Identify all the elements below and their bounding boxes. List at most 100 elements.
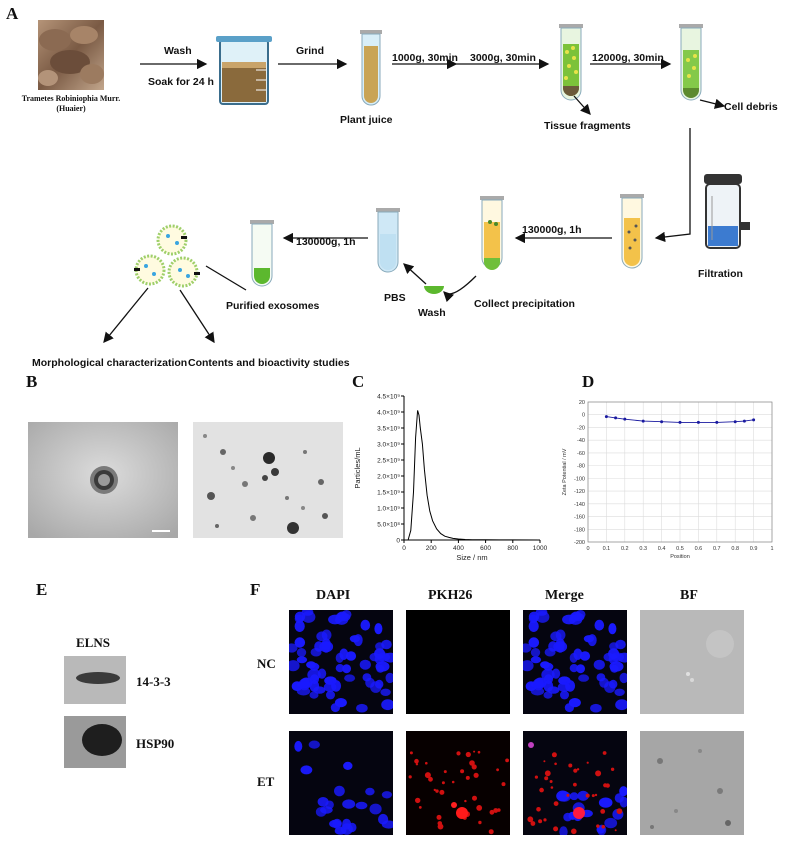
cell-nucleus	[317, 668, 327, 679]
cell-nucleus	[577, 790, 589, 801]
fluorescent-spot	[439, 789, 445, 795]
fluorescent-spot	[591, 794, 595, 798]
x-tick-label: 200	[426, 545, 437, 552]
cell-nucleus	[583, 635, 594, 643]
cell-nucleus	[326, 690, 335, 700]
cell-nucleus	[598, 797, 613, 808]
cell-nucleus	[381, 820, 393, 829]
fluorescent-spot	[527, 816, 534, 823]
fluorescent-spot	[573, 807, 585, 819]
y-tick-label: -60	[577, 451, 585, 457]
huaier-photo	[38, 20, 104, 90]
fluorescent-spot	[418, 806, 422, 809]
x-tick-label: 1000	[533, 545, 548, 552]
y-tick-label: 0	[582, 413, 585, 419]
exosome-vesicles-icon	[134, 224, 200, 288]
fluorescent-spot	[451, 780, 455, 784]
image-et-bf	[640, 731, 744, 835]
y-tick-label: -140	[574, 502, 585, 508]
fluorescent-spot	[493, 808, 499, 813]
x-tick-label: 0.7	[713, 546, 721, 552]
fluorescent-spot	[543, 760, 546, 763]
panel-letter-c: C	[352, 372, 365, 391]
cell-nucleus	[530, 656, 542, 664]
cell-nucleus	[289, 643, 298, 653]
cell-nucleus	[342, 799, 356, 809]
image-nc-pkh26	[406, 610, 510, 714]
cell-nucleus	[296, 656, 308, 664]
collect-label: Collect precipitation	[474, 298, 575, 310]
pellet-tube-icon	[480, 196, 504, 270]
cell-nucleus	[569, 664, 579, 673]
x-tick-label: 0.5	[676, 546, 684, 552]
fluorescent-spot	[616, 808, 623, 815]
y-tick-label: 20	[579, 400, 585, 406]
zeta-point	[614, 416, 618, 420]
x-tick-label: 0.6	[695, 546, 703, 552]
cell-nucleus	[296, 648, 307, 657]
morph-label: Morphological characterization	[32, 357, 188, 369]
zeta-point	[733, 420, 737, 424]
blot-column-label: ELNS	[76, 635, 110, 650]
cell-nucleus	[578, 674, 590, 682]
cell-nucleus	[375, 642, 385, 651]
x-axis-label: Position	[670, 554, 690, 560]
cell-nucleus	[619, 672, 627, 684]
fluorescent-spot	[586, 761, 589, 764]
image-et-merge	[523, 731, 627, 835]
cell-nucleus	[344, 674, 356, 682]
cell-nucleus	[543, 680, 554, 692]
zeta-point	[742, 419, 746, 423]
cell-nucleus	[343, 761, 353, 770]
panel-letter-a: A	[6, 4, 19, 23]
fluorescent-spot	[428, 776, 433, 782]
zeta-potential-chart: 200-20-40-60-80-100-120-140-160-180-2000…	[562, 400, 774, 560]
plant-juice-tube-icon	[360, 30, 382, 106]
image-nc-dapi	[289, 610, 393, 714]
cell-nucleus	[335, 664, 345, 673]
tissue-fragments-label: Tissue fragments	[544, 120, 631, 132]
x-tick-label: 0	[402, 545, 406, 552]
cell-nucleus	[306, 661, 316, 669]
x-axis-label: Size / nm	[456, 553, 487, 562]
size-distribution-line	[407, 410, 541, 541]
cell-nucleus	[557, 682, 571, 692]
zeta-point	[752, 418, 756, 422]
blot-band-label-hsp90: HSP90	[136, 736, 175, 751]
cell-nucleus	[569, 792, 579, 801]
cell-nucleus	[615, 699, 627, 711]
fluorescent-spot	[528, 742, 534, 748]
cell-nucleus	[530, 648, 541, 657]
cell-nucleus	[360, 619, 371, 631]
x-tick-label: 400	[453, 545, 464, 552]
plant-juice-label: Plant juice	[340, 114, 393, 126]
y-tick-label: 1.0×10⁹	[377, 506, 400, 513]
x-tick-label: 0	[586, 546, 589, 552]
filtered-tube-icon	[620, 194, 644, 269]
fluorescent-spot	[534, 775, 538, 779]
cell-nucleus	[594, 619, 605, 631]
cell-nucleus	[568, 698, 581, 708]
workflow-arrows	[103, 58, 726, 344]
y-tick-label: -80	[577, 464, 585, 470]
x-tick-label: 600	[480, 545, 491, 552]
fluorescent-spot	[464, 799, 467, 803]
cell-nucleus	[294, 740, 303, 752]
cell-nucleus	[301, 610, 314, 616]
y-tick-label: -180	[574, 527, 585, 533]
cell-nucleus	[610, 652, 625, 662]
fluorescent-spot	[409, 751, 413, 755]
fluorescent-spot	[530, 821, 536, 826]
fluorescent-spot	[456, 807, 468, 819]
y-tick-label: 1.5×10⁹	[377, 490, 400, 497]
fluorescent-spot	[415, 797, 421, 804]
fluorescent-spot	[544, 770, 551, 777]
blot-band-14-3-3	[64, 656, 126, 704]
fluorescent-spot	[489, 809, 495, 815]
fluorescent-spot	[600, 809, 606, 814]
fluorescent-spot	[596, 824, 600, 828]
cell-nucleus	[376, 664, 385, 673]
cell-nucleus	[593, 659, 605, 670]
fluorescent-spot	[456, 751, 461, 756]
zeta-point	[604, 415, 608, 419]
